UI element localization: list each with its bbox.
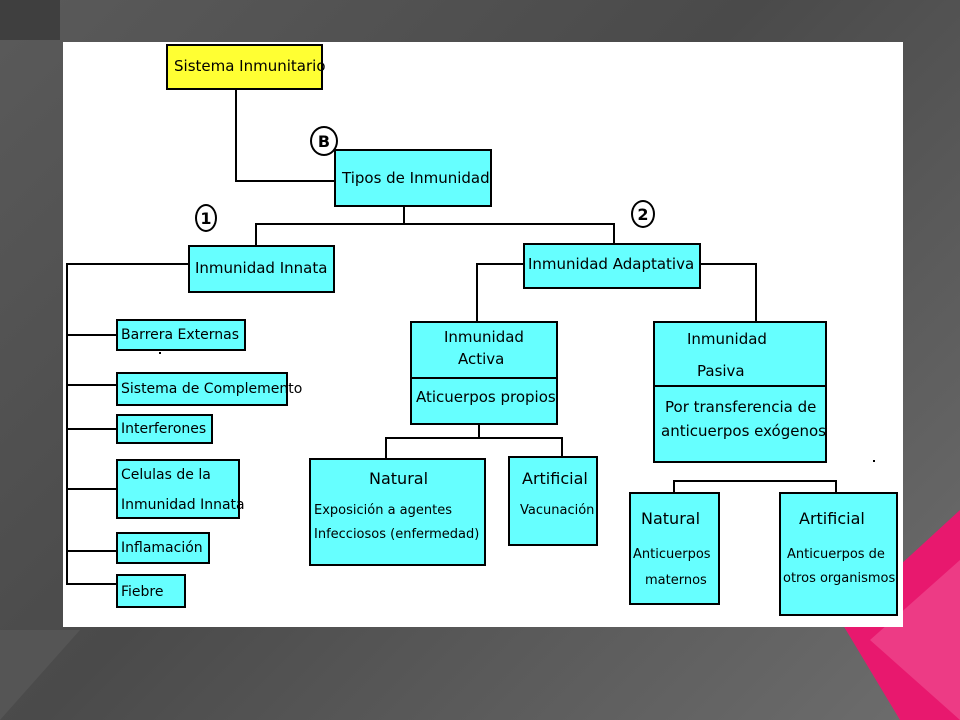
connector	[613, 223, 615, 247]
node-label: Exposición a agentes	[314, 503, 453, 518]
connector	[235, 180, 335, 182]
node-inflamacion: Inflamación	[116, 532, 210, 564]
marker-1: 1	[195, 204, 217, 232]
connector	[66, 334, 116, 336]
node-activa-natural: Natural Exposición a agentes Infecciosos…	[309, 458, 486, 566]
connector	[66, 583, 116, 585]
node-activa-artificial: Artificial Vacunación	[508, 456, 598, 546]
connector	[478, 423, 480, 439]
node-inmunidad-activa: Inmunidad Activa Aticuerpos propios	[410, 321, 558, 425]
divider	[655, 385, 825, 387]
connector	[66, 488, 116, 490]
node-label: Infecciosos (enfermedad)	[314, 527, 480, 542]
node-label: Aticuerpos propios	[416, 388, 556, 406]
node-label: Interferones	[121, 421, 207, 437]
node-label: Inmunidad Innata	[121, 497, 245, 513]
connector	[66, 550, 116, 552]
node-label: Inflamación	[121, 540, 203, 556]
node-label: Activa	[458, 350, 505, 368]
node-label: Inmunidad	[687, 330, 767, 348]
node-label: Tipos de Inmunidad	[342, 169, 490, 187]
connector	[66, 384, 116, 386]
marker-2: 2	[631, 200, 655, 228]
divider	[412, 377, 556, 379]
connector	[476, 263, 478, 323]
node-label: Inmunidad Innata	[195, 259, 328, 277]
connector	[561, 437, 563, 457]
node-sistema-inmunitario: Sistema Inmunitario	[166, 44, 326, 90]
connector	[403, 207, 405, 225]
node-label: Sistema Inmunitario	[174, 57, 326, 75]
connector	[255, 223, 257, 245]
node-fiebre: Fiebre	[116, 574, 186, 608]
connector	[476, 263, 526, 265]
connector	[673, 480, 837, 482]
marker-b: B	[310, 126, 338, 156]
node-inmunidad-pasiva: Inmunidad Pasiva Por transferencia de an…	[653, 321, 827, 463]
diagram-canvas: Sistema Inmunitario B 1 2 Tipos de Inmun…	[63, 42, 903, 627]
connector	[66, 263, 190, 265]
node-label: Vacunación	[520, 503, 595, 518]
node-label: Inmunidad	[444, 328, 524, 346]
node-label: Anticuerpos de	[787, 547, 885, 562]
node-inmunidad-adaptativa: Inmunidad Adaptativa	[523, 243, 701, 289]
connector	[385, 437, 387, 459]
stray-dot	[873, 460, 875, 462]
node-inmunidad-innata: Inmunidad Innata	[188, 245, 335, 293]
node-label: Natural	[641, 509, 701, 528]
stray-dot	[159, 352, 161, 354]
node-label: Sistema de Complemento	[121, 381, 303, 397]
node-interferones: Interferones	[116, 414, 213, 444]
node-label: Fiebre	[121, 584, 164, 600]
node-label: Natural	[369, 469, 429, 488]
node-tipos-inmunidad: Tipos de Inmunidad	[334, 149, 492, 207]
node-label: Barrera Externas	[121, 327, 240, 343]
connector	[835, 480, 837, 492]
node-label: Celulas de la	[121, 467, 211, 483]
connector	[66, 263, 68, 585]
node-label: Anticuerpos	[633, 547, 711, 562]
connector	[673, 480, 675, 492]
connector	[66, 428, 116, 430]
connector	[255, 223, 613, 225]
node-label: otros organismos	[783, 571, 896, 586]
node-barrera-externas: Barrera Externas	[116, 319, 246, 351]
node-label: maternos	[645, 573, 707, 588]
node-label: Artificial	[522, 469, 588, 488]
node-celulas-inmunidad-innata: Celulas de la Inmunidad Innata	[116, 459, 245, 519]
node-pasiva-artificial: Artificial Anticuerpos de otros organism…	[779, 492, 898, 616]
node-label: Por transferencia de	[665, 398, 817, 416]
connector	[755, 263, 757, 323]
node-label: Pasiva	[697, 362, 745, 380]
connector	[235, 90, 237, 182]
node-sistema-complemento: Sistema de Complemento	[116, 372, 302, 406]
node-label: Inmunidad Adaptativa	[528, 255, 695, 273]
node-label: anticuerpos exógenos	[661, 422, 826, 440]
node-label: Artificial	[799, 509, 865, 528]
connector	[700, 263, 756, 265]
connector	[385, 437, 563, 439]
node-pasiva-natural: Natural Anticuerpos maternos	[629, 492, 720, 605]
